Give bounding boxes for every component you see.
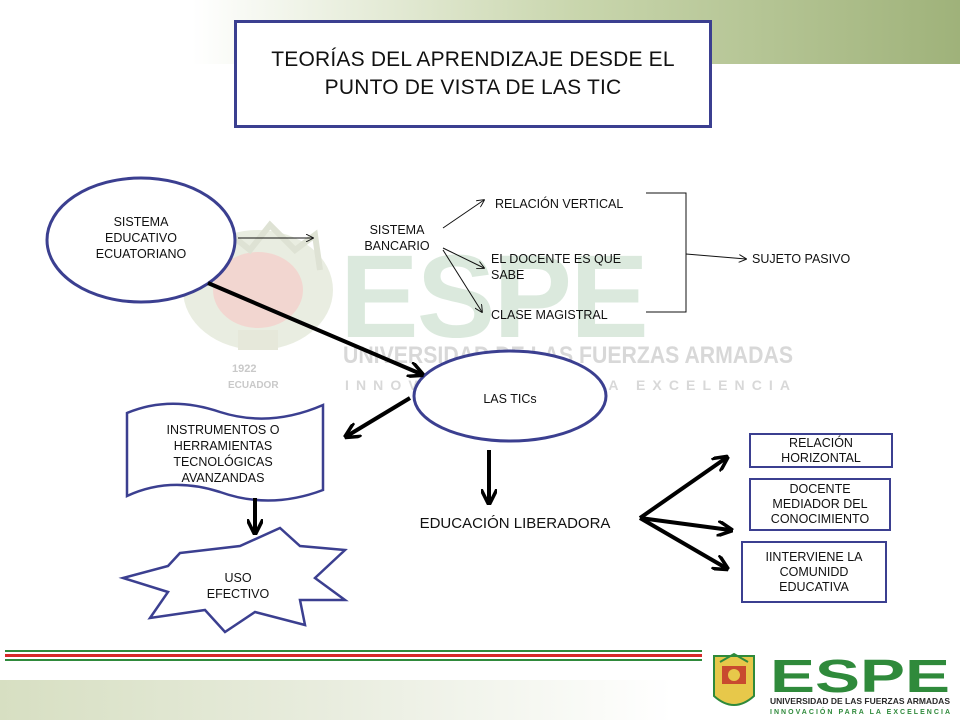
footer-stripe-red — [5, 654, 702, 657]
instrumentos-node — [125, 402, 325, 502]
arrow-educativo-tics — [207, 281, 421, 374]
arrow-educacion-horizontal — [638, 458, 726, 520]
arrow-tics-instrumentos — [347, 396, 412, 436]
clase-magistral-label: CLASE MAGISTRAL — [491, 308, 608, 322]
arrow-educacion-mediador — [639, 516, 730, 530]
espe-crest-icon — [713, 652, 755, 706]
relacion-vertical-label: RELACIÓN VERTICAL — [495, 197, 624, 211]
espe-logo: ESPE UNIVERSIDAD DE LAS FUERZAS ARMADAS … — [713, 650, 950, 716]
watermark-country: ECUADOR — [228, 380, 279, 391]
connector-bancario-vertical — [442, 200, 484, 229]
logo-tagline: INNOVACIÓN PARA LA EXCELENCIA — [770, 707, 950, 716]
educacion-liberadora-label: EDUCACIÓN LIBERADORA — [419, 515, 611, 532]
uso-efectivo-node — [118, 526, 349, 634]
sistema-educativo-label: SISTEMA EDUCATIVO ECUATORIANO — [95, 215, 187, 261]
logo-acronym: ESPE — [770, 650, 950, 702]
footer-band — [0, 680, 960, 720]
docente-mediador-label: DOCENTE MEDIADOR DEL CONOCIMIENTO — [770, 482, 870, 526]
connector-bancario-docente — [442, 247, 484, 268]
relacion-horizontal-label: RELACIÓN HORIZONTAL — [781, 435, 861, 465]
uso-efectivo-label: USO EFECTIVO — [206, 571, 270, 601]
docente-sabe-label: EL DOCENTE ES QUE SABE — [491, 252, 622, 282]
sistema-educativo-node — [45, 176, 237, 304]
instrumentos-label: INSTRUMENTOS O HERRAMIENTAS TECNOLÓGICAS… — [166, 423, 280, 485]
watermark-acronym: ESPE — [340, 231, 647, 363]
interviene-node: IINTERVIENE LA COMUNIDD EDUCATIVA — [741, 541, 887, 603]
watermark-year: 1922 — [232, 363, 256, 375]
footer-stripe-green — [5, 650, 702, 652]
arrow-educacion-interviene — [638, 516, 726, 568]
relacion-horizontal-node: RELACIÓN HORIZONTAL — [749, 433, 893, 468]
connector-bracket-sujeto — [685, 253, 746, 259]
sujeto-pasivo-label: SUJETO PASIVO — [752, 252, 851, 266]
title-box: TEORÍAS DEL APRENDIZAJE DESDE EL PUNTO D… — [234, 20, 712, 128]
las-tics-node — [412, 349, 608, 443]
interviene-label: IINTERVIENE LA COMUNIDD EDUCATIVA — [765, 549, 863, 594]
footer-stripe-green-2 — [5, 659, 702, 661]
las-tics-label: LAS TICs — [483, 392, 537, 406]
bracket-connector — [646, 192, 687, 313]
logo-university: UNIVERSIDAD DE LAS FUERZAS ARMADAS — [770, 696, 950, 706]
connector-bancario-clase — [442, 249, 482, 312]
sistema-bancario-label: SISTEMA BANCARIO — [364, 223, 430, 253]
docente-mediador-node: DOCENTE MEDIADOR DEL CONOCIMIENTO — [749, 478, 891, 531]
page-title: TEORÍAS DEL APRENDIZAJE DESDE EL PUNTO D… — [271, 48, 675, 99]
